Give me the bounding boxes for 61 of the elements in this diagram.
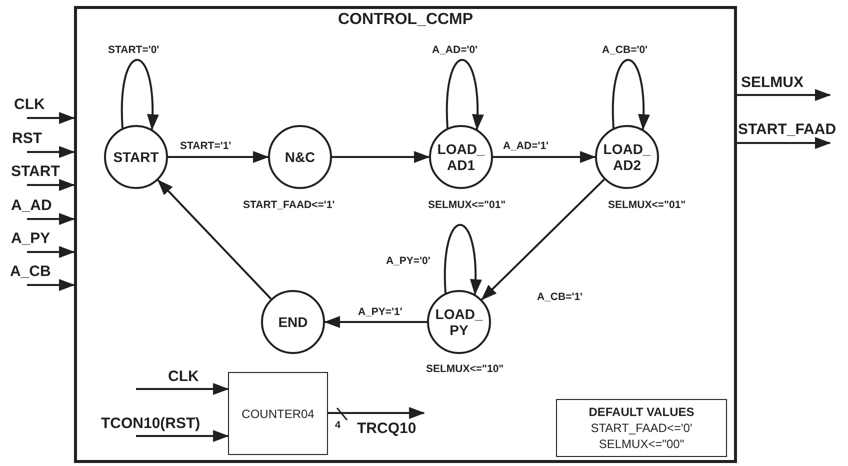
arrow (737, 137, 831, 149)
edge-label: A_AD='0' (432, 44, 478, 57)
note-line: START_FAAD<='0' (590, 420, 692, 436)
arrow (27, 279, 75, 291)
signal-label: A_CB (10, 263, 51, 281)
output-assignment: SELMUX<="01" (608, 199, 686, 212)
output-assignment: START_FAAD<='1' (243, 199, 335, 212)
edge-label: A_PY='0' (386, 255, 430, 268)
arrow (136, 430, 229, 442)
state-name: LOAD_ PY (434, 306, 484, 338)
note-box (556, 399, 727, 457)
entity-block (74, 6, 737, 463)
note-line: SELMUX<="00" (598, 436, 684, 452)
arrow (168, 151, 269, 163)
signal-label: A_PY (11, 230, 50, 248)
output-assignment: SELMUX<="10" (426, 363, 504, 376)
state-name: N&C (284, 149, 316, 165)
edge-label: A_AD='1' (503, 140, 549, 153)
state-name: LOAD_ AD2 (602, 141, 652, 173)
signal-label: CLK (168, 368, 199, 386)
arrow (481, 178, 605, 300)
state-name: START (113, 149, 159, 165)
edge-label: START='1' (180, 140, 232, 153)
arrow (157, 179, 272, 300)
signal-label: A_AD (11, 197, 52, 215)
arrow (737, 89, 831, 101)
edge-label: START='0' (108, 44, 160, 57)
component-box (228, 372, 328, 455)
note-title: DEFAULT VALUES (588, 404, 694, 420)
edge-label: A_PY='1' (358, 306, 402, 319)
bus-width-label: 4 (335, 420, 341, 432)
arrow (332, 151, 430, 163)
arrow (27, 179, 75, 191)
signal-label: RST (12, 130, 42, 148)
arrow (493, 151, 596, 163)
arrow (27, 112, 75, 124)
arrow (27, 213, 75, 225)
arrow (136, 383, 229, 395)
output-assignment: SELMUX<="01" (428, 199, 506, 212)
arrow (328, 407, 425, 419)
state-name: END (278, 314, 308, 330)
state-circle (104, 125, 168, 189)
signal-label: TCON10(RST) (101, 415, 200, 433)
arrow (27, 246, 75, 258)
signal-label: START_FAAD (738, 121, 836, 139)
self-loop-arrow (612, 59, 650, 130)
edge-label: A_CB='1' (537, 291, 583, 304)
arrow (27, 146, 75, 158)
signal-label: TRCQ10 (357, 420, 416, 438)
self-loop-arrow (120, 59, 158, 130)
state-circle (595, 125, 659, 189)
state-name: LOAD_ AD1 (436, 141, 486, 173)
self-loop-arrow (444, 224, 482, 296)
block-title: CONTROL_CCMP (336, 11, 474, 29)
self-loop-arrow (446, 59, 484, 130)
component-name: COUNTER04 (242, 406, 314, 422)
signal-label: SELMUX (741, 74, 804, 92)
arrow (324, 316, 427, 328)
signal-label: CLK (14, 96, 45, 114)
edge-label: A_CB='0' (602, 44, 648, 57)
signal-label: START (11, 163, 60, 181)
